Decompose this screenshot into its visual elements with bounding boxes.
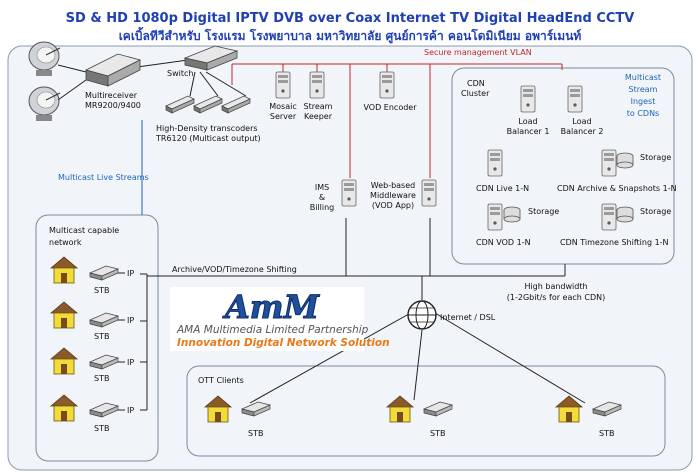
timezone-storage-label: Storage <box>640 207 671 216</box>
ims-label-1: IMS <box>315 183 329 192</box>
subscriber-row: STB IP <box>50 394 134 433</box>
ims-label-2: & <box>319 193 325 202</box>
stb-label: STB <box>430 429 445 438</box>
multireceiver-label: Multireceiver <box>85 91 138 100</box>
middleware-label-1: Web-based <box>371 181 415 190</box>
vod-storage-label: Storage <box>528 207 559 216</box>
vlan-label: Secure management VLAN <box>424 48 532 57</box>
multicast-network-label-1: Multicast capable <box>49 226 119 235</box>
ip-label: IP <box>127 316 134 325</box>
cdn-timezone-server-icon <box>601 203 617 231</box>
satellite-dish-icon <box>28 86 61 121</box>
logo-line-1: AMA Multimedia Limited Partnership <box>176 324 369 336</box>
ingest-label-2: Stream <box>629 85 658 94</box>
subscriber-row: STB IP <box>50 301 134 341</box>
lb2-label-1: Load <box>572 117 591 126</box>
satellite-dish-icon <box>28 41 61 76</box>
globe-icon <box>407 300 437 330</box>
ott-client: STB <box>204 395 271 438</box>
title-line-2: เคเบิ้ลทีวีสำหรับ โรงแรม โรงพยาบาล มหาวิ… <box>119 26 582 44</box>
stb-label: STB <box>94 374 109 383</box>
stream-keeper-label-2: Keeper <box>304 112 333 121</box>
storage-icon <box>503 206 521 223</box>
logo-line-2: Innovation Digital Network Solution <box>177 337 390 349</box>
title-line-1: SD & HD 1080p Digital IPTV DVB over Coax… <box>66 11 635 26</box>
company-logo: AmM AMA Multimedia Limited Partnership I… <box>170 287 390 351</box>
bandwidth-label-1: High bandwidth <box>524 282 587 291</box>
ott-client: STB <box>555 395 622 438</box>
switch-icon <box>183 45 239 71</box>
mosaic-label-1: Mosaic <box>269 102 297 111</box>
logo-mark: AmM <box>222 288 321 326</box>
ip-label: IP <box>127 358 134 367</box>
cdn-timezone-label: CDN Timezone Shifting 1-N <box>560 238 669 247</box>
cdn-cluster-label-1: CDN <box>467 79 485 88</box>
stream-keeper-label-1: Stream <box>304 102 333 111</box>
vlan-lines <box>231 63 563 178</box>
transcoders-model: TR6120 (Multicast output) <box>155 134 261 143</box>
load-balancer-1-icon <box>520 85 536 113</box>
multireceiver-model: MR9200/9400 <box>85 101 141 110</box>
multicast-network-label-2: network <box>49 238 82 247</box>
lb2-label-2: Balancer 2 <box>561 127 604 136</box>
stream-keeper-icon <box>309 71 325 99</box>
ott-client: STB <box>386 395 453 438</box>
ims-label-3: Billing <box>310 203 335 212</box>
cdn-vod-label: CDN VOD 1-N <box>476 238 531 247</box>
load-balancer-2-icon <box>567 85 583 113</box>
ims-billing-server-icon <box>341 179 357 207</box>
internet-label: Internet / DSL <box>440 313 496 322</box>
ip-label: IP <box>127 269 134 278</box>
cdn-live-label: CDN Live 1-N <box>476 184 529 193</box>
multicast-live-label: Multicast Live Streams <box>58 173 149 182</box>
mosaic-label-2: Server <box>270 112 297 121</box>
cdn-vod-server-icon <box>487 203 503 231</box>
middleware-label-2: Middleware <box>370 191 416 200</box>
stb-label: STB <box>94 424 109 433</box>
archive-link-label: Archive/VOD/Timezone Shifting <box>172 265 297 274</box>
ip-label: IP <box>127 406 134 415</box>
network-lines <box>129 59 586 411</box>
vod-encoder-label: VOD Encoder <box>363 103 417 112</box>
switch-label: Switch <box>167 69 193 78</box>
stb-label: STB <box>94 332 109 341</box>
cdn-cluster-label-2: Cluster <box>461 89 490 98</box>
archive-storage-label: Storage <box>640 153 671 162</box>
subscriber-row: STB IP <box>50 256 134 295</box>
cdn-live-server-icon <box>487 149 503 177</box>
multireceiver-icon <box>84 53 142 87</box>
middleware-label-3: (VOD App) <box>372 201 414 210</box>
mosaic-server-icon <box>275 71 291 99</box>
ingest-label-1: Multicast <box>625 73 661 82</box>
stb-label: STB <box>248 429 263 438</box>
subscriber-row: STB IP <box>50 347 134 383</box>
lb1-label-1: Load <box>518 117 537 126</box>
middleware-server-icon <box>421 179 437 207</box>
storage-icon <box>616 152 634 169</box>
vod-encoder-icon <box>379 71 395 99</box>
ingest-label-3: Ingest <box>631 97 656 106</box>
lb1-label-2: Balancer 1 <box>507 127 550 136</box>
transcoders-label: High-Density transcoders <box>156 124 258 133</box>
ingest-label-4: to CDNs <box>627 109 659 118</box>
bandwidth-label-2: (1-2Gbit/s for each CDN) <box>507 293 605 302</box>
ott-clients-label: OTT Clients <box>198 376 244 385</box>
stb-label: STB <box>94 286 109 295</box>
storage-icon <box>616 206 634 223</box>
cdn-archive-label: CDN Archive & Snapshots 1-N <box>557 184 677 193</box>
stb-label: STB <box>599 429 614 438</box>
cdn-archive-server-icon <box>601 149 617 177</box>
